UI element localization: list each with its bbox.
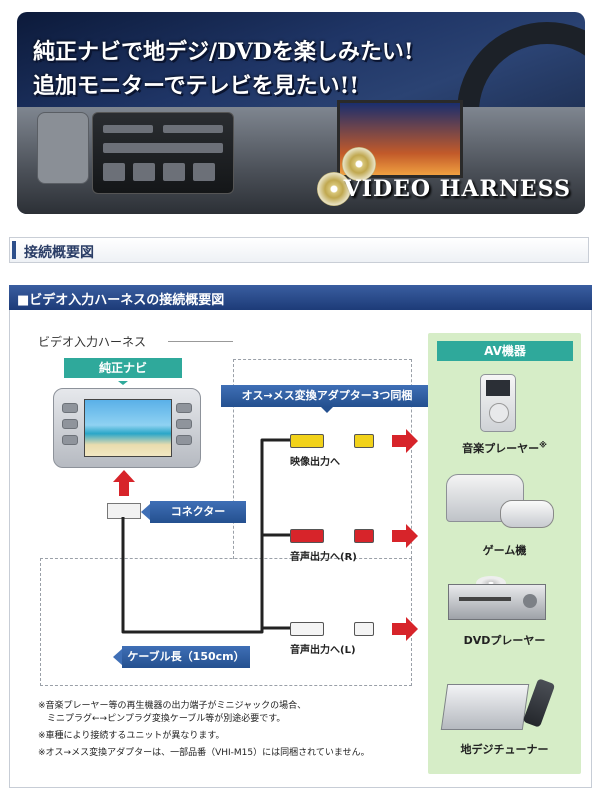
audio-r-plug-body: [290, 529, 324, 543]
hero-banner: 純正ナビで地デジ/DVDを楽しみたい! 追加モニターでテレビを見たい!! VID…: [17, 12, 585, 214]
audio-r-output-label: 音声出力へ(R): [290, 552, 357, 563]
up-arrow-icon: [113, 470, 135, 482]
harness-label: ビデオ入力ハーネス: [38, 335, 147, 349]
music-player-icon: [480, 374, 516, 432]
adapter-dashed-region: [233, 359, 412, 559]
cable-video: [121, 438, 290, 634]
side-panel-graphic: [37, 112, 89, 184]
game-console-label: ゲーム機: [482, 544, 527, 557]
note-line: ※車種により接続するユニットが異なります。: [38, 731, 225, 741]
audio-r-adapter-cap: [354, 529, 374, 543]
note-line: ※オス→メス変換アダプターは、一部品番（VHI-M15）には同梱されていません。: [38, 748, 370, 758]
banner-title-line2: 追加モニターでテレビを見たい!!: [33, 73, 359, 99]
av-devices-header: AV機器: [437, 341, 573, 361]
audio-l-adapter-cap: [354, 622, 374, 636]
heading-accent-bar: [12, 241, 16, 259]
up-arrow-stem: [119, 482, 129, 496]
game-controller-icon: [500, 500, 554, 528]
audio-l-output-label: 音声出力へ(L): [290, 645, 356, 656]
digital-tuner-icon: [440, 684, 530, 730]
factory-navi-icon: [53, 388, 201, 468]
dvd-player-icon: [448, 584, 546, 620]
section-heading-text: 接続概要図: [24, 245, 94, 261]
right-arrow-icon: [392, 524, 418, 548]
dvd-disc-icon: [317, 172, 351, 206]
note-line: ※音楽プレーヤー等の再生機器の出力端子がミニジャックの場合、: [38, 701, 307, 711]
right-arrow-icon: [392, 617, 418, 641]
right-arrow-icon: [392, 429, 418, 453]
music-player-label: 音楽プレーヤー※: [462, 440, 547, 455]
connector-label: コネクター: [141, 501, 246, 523]
cable-length-label: ケーブル長（150cm）: [113, 646, 250, 668]
section-heading: 接続概要図: [9, 237, 589, 263]
notes: ※音楽プレーヤー等の再生機器の出力端子がミニジャックの場合、 ミニプラグ←→ピン…: [38, 700, 370, 760]
note-line: ミニプラグ←→ピンプラグ変換ケーブル等が別途必要です。: [38, 714, 286, 724]
navi-screen: [84, 399, 172, 457]
banner-title-line1: 純正ナビで地デジ/DVDを楽しみたい!: [33, 39, 414, 65]
navi-label: 純正ナビ: [64, 358, 182, 385]
harness-rule: [168, 341, 233, 342]
adapter-label: オス→メス変換アダプター3つ同梱: [221, 385, 433, 413]
dvd-player-label: DVDプレーヤー: [463, 634, 546, 647]
audio-l-plug-body: [290, 622, 324, 636]
head-unit-graphic: [92, 112, 234, 194]
dvd-disc-icon: [342, 147, 376, 181]
video-output-label: 映像出力へ: [290, 457, 340, 468]
video-plug-body: [290, 434, 324, 448]
digital-tuner-label: 地デジチューナー: [460, 743, 549, 756]
video-adapter-cap: [354, 434, 374, 448]
diagram-header: ■ビデオ入力ハーネスの接続概要図: [9, 285, 592, 310]
banner-brand: VIDEO HARNESS: [343, 176, 571, 202]
